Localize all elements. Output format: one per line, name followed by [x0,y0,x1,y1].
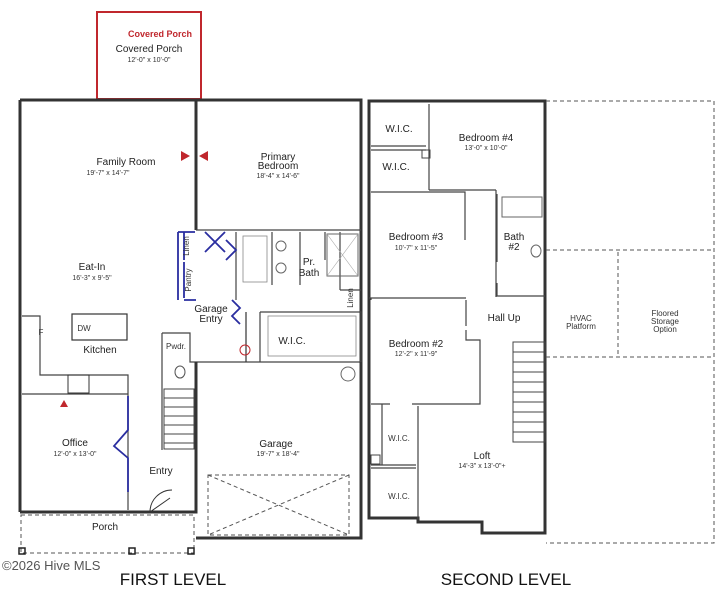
pantry-label: Pantry [184,268,193,291]
wic-shelf [267,315,357,357]
storage-label-2: Storage [651,317,680,326]
hall-up-label: Hall Up [488,313,521,324]
eat-in-dims: 16'-3" x 9'-5" [72,275,112,282]
covered-porch-dims: 12'-0" x 10'-0" [127,57,171,64]
bedroom-4-dims: 13'-0" x 10'-0" [464,145,508,152]
tv-outlet-icon [181,151,208,161]
first-level: Covered Porch Covered Porch 12'-0" x 10'… [18,11,363,589]
first-level-title: FIRST LEVEL [120,570,226,589]
storage-label-3: Option [653,325,677,334]
linen2-label: Linen [346,288,355,308]
garage-door-outline [207,474,350,536]
pr-bath-label-1: Pr. [303,257,315,268]
attic-access-icon [370,454,381,465]
second-exterior-wall [367,99,547,535]
pwdr-label: Pwdr. [166,342,186,351]
bathtub-icon [501,196,543,218]
storage-label-1: Floored [651,309,678,318]
stairs [512,341,546,443]
garage-label: Garage [259,439,293,450]
covered-porch-tag: Covered Porch [128,29,192,39]
family-room-label: Family Room [97,157,156,168]
dishwasher-label: DW [77,324,91,333]
loft-wic-walls [371,404,419,520]
closet-shelf [242,235,268,283]
bedroom-2-label: Bedroom #2 [389,339,444,350]
office-bifold-door [112,396,129,492]
pwdr-walls [161,332,196,450]
bedroom-3-dims: 10'-7" x 11'-5" [395,245,438,252]
water-heater-icon [239,344,251,356]
bath-2-label-2: #2 [508,242,520,253]
data-outlet-icon [60,400,68,407]
bath-2-walls [496,194,545,297]
range-icon [67,374,90,394]
wic-2-label: W.I.C. [382,162,409,173]
kitchen-island [71,313,128,341]
bedroom-4-label: Bedroom #4 [459,133,514,144]
family-room-dims: 19'-7" x 14'-7" [86,170,130,177]
front-wall [20,362,198,514]
water-heater-tank [340,366,356,382]
eat-in-label: Eat-In [79,262,106,273]
shower-icon [326,233,359,277]
garage-entry-label-1: Garage [194,304,228,315]
kitchen-label: Kitchen [83,345,116,356]
column-icon [18,547,26,555]
watermark: ©2026 Hive MLS [2,558,101,573]
entry-door [149,489,173,513]
bedroom-2-dims: 12'-2" x 11'-9" [395,351,438,358]
primary-bath-walls [196,229,361,300]
wic-label: W.I.C. [278,336,305,347]
garage-entry-label-2: Entry [199,314,222,325]
second-level: W.I.C. W.I.C. Bedroom #4 13'-0" x 10'-0"… [367,99,715,589]
primary-bedroom-dims: 18'-4" x 14'-6" [256,173,300,180]
garage-walls [196,362,363,540]
sink-icon [275,240,287,252]
stairs [163,388,195,450]
pr-bath-label-2: Bath [299,268,320,279]
sink-icon [275,262,287,274]
column-icon [128,547,136,555]
linen-label: Linen [182,236,191,256]
wic-walls [196,311,362,363]
second-level-title: SECOND LEVEL [441,570,571,589]
column-icon [187,547,195,555]
exterior-wall [18,98,363,512]
office-dims: 12'-0" x 13'-0" [53,451,97,458]
loft-dims: 14'-3" x 13'-0"+ [458,463,505,470]
shower-x [326,233,359,277]
attic-access-icon [421,149,431,159]
loft-label: Loft [474,451,491,462]
bedroom-2-walls [371,300,481,405]
hvac-label-1: HVAC [570,314,592,323]
primary-bedroom-label-1: Primary [261,152,295,163]
covered-porch-outline [96,11,202,100]
entry-label: Entry [149,466,172,477]
porch-label: Porch [92,522,118,533]
toilet-icon [174,365,186,379]
bifold-door [204,231,242,325]
wic-4-label: W.I.C. [388,492,410,501]
wic-3-label: W.I.C. [388,434,410,443]
fridge-label: F [39,328,44,337]
porch-outline [20,514,195,554]
garage-door-x [207,474,350,536]
wic-1-label: W.I.C. [385,124,412,135]
sink-icon [530,244,542,258]
garage-dims: 19'-7" x 18'-4" [256,451,300,458]
attic-area-outline [546,100,715,544]
hvac-label-2: Platform [566,322,596,331]
bath-2-label-1: Bath [504,232,525,243]
upper-bedroom-walls [369,104,497,300]
primary-bedroom-label-2: Bedroom [258,161,299,172]
covered-porch-label: Covered Porch [116,44,183,55]
bedroom-3-label: Bedroom #3 [389,232,444,243]
office-label: Office [62,438,88,449]
linen-pantry-walls [177,231,196,301]
